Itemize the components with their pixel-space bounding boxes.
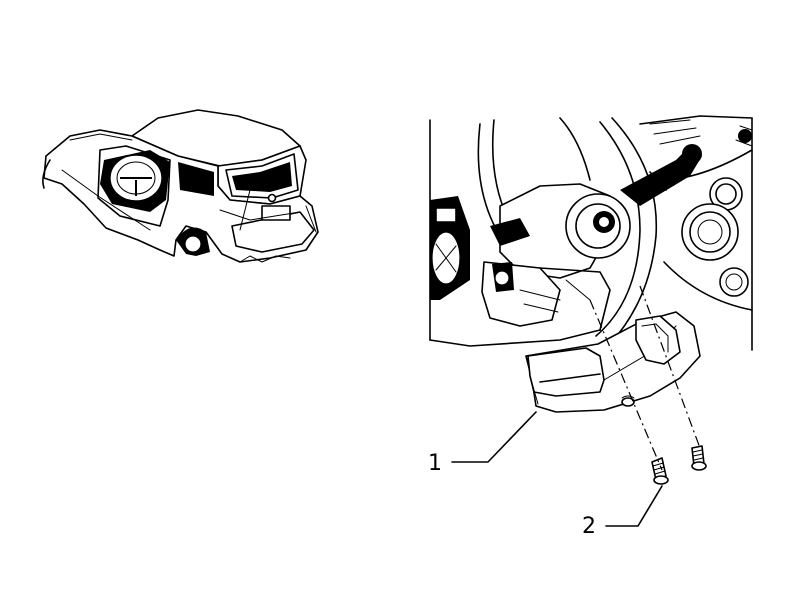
steering-column-detail <box>429 115 753 351</box>
shroud-screws <box>651 445 707 485</box>
screw-b <box>691 445 707 471</box>
callout-leader-2 <box>605 485 663 527</box>
callout-label-1: 1 <box>428 451 442 476</box>
callout-1: 1 <box>428 411 537 476</box>
vehicle-body-locator <box>42 109 319 263</box>
callout-2: 2 <box>582 485 663 539</box>
callout-leader-1 <box>451 411 537 463</box>
assembly-centerlines <box>589 285 701 471</box>
callout-label-2: 2 <box>582 514 596 539</box>
lower-shroud <box>525 311 701 413</box>
screw-a <box>651 457 669 485</box>
